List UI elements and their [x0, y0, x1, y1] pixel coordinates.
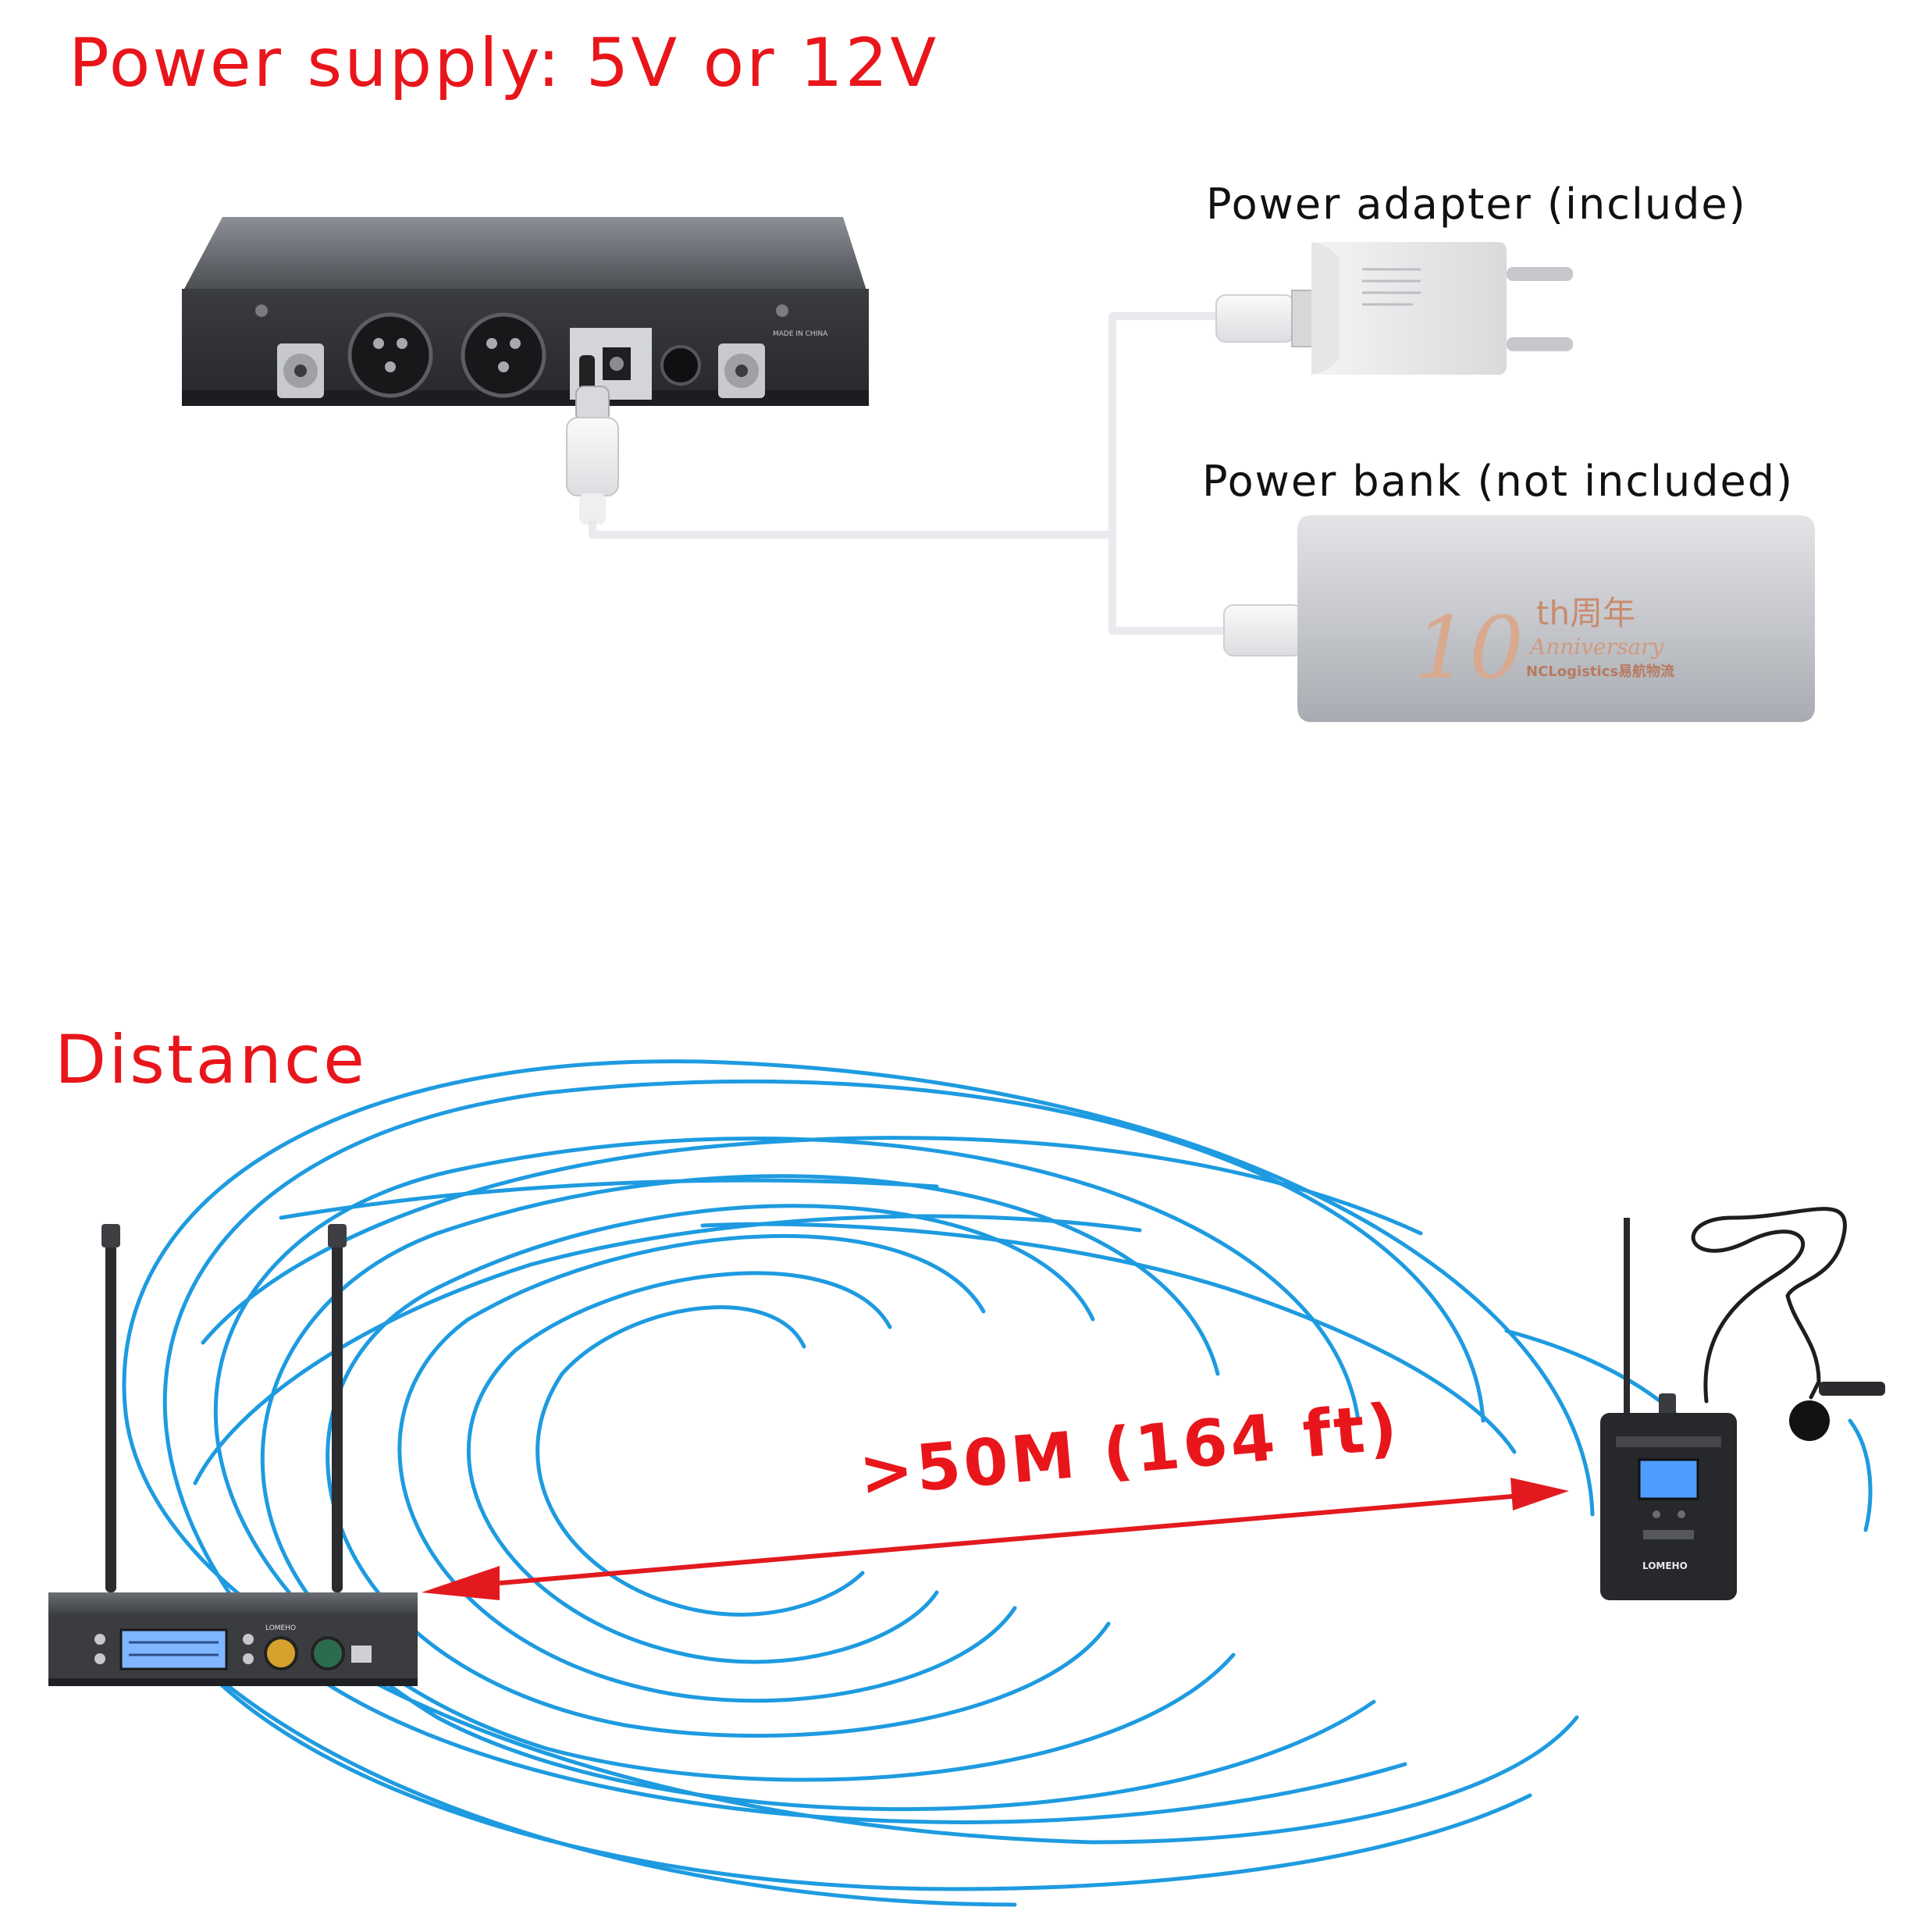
distance-heading: Distance	[55, 1021, 368, 1099]
power-bank-logo-line3: NCLogistics易航物流	[1526, 663, 1674, 680]
usb-cable	[589, 312, 1228, 635]
bnc-connector-left-icon	[277, 343, 324, 398]
power-adapter-label: Power adapter (include)	[1206, 180, 1747, 229]
radio-waves	[122, 1059, 1873, 1907]
power-adapter-icon	[1215, 242, 1573, 375]
power-bank-label: Power bank (not included)	[1202, 457, 1795, 506]
made-in-china-marking: MADE IN CHINA	[773, 330, 828, 338]
lavalier-clip-icon	[1789, 1382, 1885, 1441]
bnc-connector-right-icon	[718, 343, 765, 398]
xlr-connector-1-icon	[347, 312, 433, 398]
distance-arrow	[422, 1478, 1569, 1600]
mix-out-jack-icon	[660, 345, 701, 386]
lavalier-mic-icon	[1691, 1207, 1847, 1404]
wireless-receiver-front: LOMEHO	[48, 1224, 418, 1686]
xlr-connector-2-icon	[461, 312, 546, 398]
usb-c-plug-icon	[566, 386, 619, 525]
receiver-lcd-display	[119, 1628, 228, 1670]
power-bank-logo-line2: Anniversary	[1528, 634, 1664, 660]
receiver-brand: LOMEHO	[265, 1624, 296, 1632]
power-bank-logo-line1: th周年	[1536, 594, 1635, 632]
power-bank-icon: 10 th周年 Anniversary NCLogistics易航物流	[1223, 515, 1815, 722]
receiver-rear-panel: MADE IN CHINA	[182, 217, 869, 406]
power-supply-heading: Power supply: 5V or 12V	[69, 24, 939, 102]
power-input-panel	[570, 328, 652, 400]
bodypack-brand: LOMEHO	[1642, 1560, 1688, 1571]
power-bank-logo-number: 10	[1414, 598, 1524, 698]
bodypack-transmitter: LOMEHO	[1600, 1218, 1737, 1600]
